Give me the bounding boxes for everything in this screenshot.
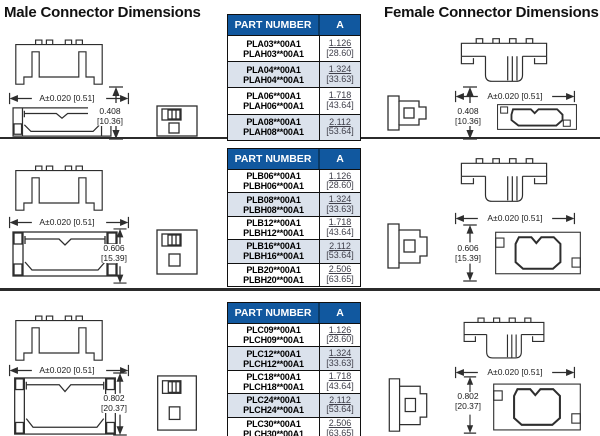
height-dimension-label: 0.802 [20.37] bbox=[92, 393, 136, 413]
width-dimension-label: A±0.020 [0.51] bbox=[39, 93, 95, 103]
height-dimension-label: 0.408 [10.36] bbox=[446, 106, 490, 126]
part-number-column-header: PART NUMBER bbox=[228, 15, 320, 35]
female-top-view-drawing bbox=[460, 38, 548, 82]
male-top-view-drawing bbox=[15, 165, 103, 211]
table-header: PART NUMBER A bbox=[228, 15, 360, 35]
male-top-view-drawing bbox=[15, 39, 103, 85]
section-divider-2 bbox=[0, 288, 600, 291]
female-section-title: Female Connector Dimensions bbox=[384, 4, 599, 21]
width-dimension-label: A±0.020 [0.51] bbox=[487, 91, 543, 101]
female-front-view-drawing bbox=[494, 231, 582, 275]
height-dimension-label: 0.606 [15.39] bbox=[92, 243, 136, 263]
male-top-view-drawing bbox=[15, 315, 103, 361]
female-side-view-drawing bbox=[388, 378, 428, 432]
male-side-view-drawing bbox=[156, 229, 198, 275]
height-dimension-label: 0.408 [10.36] bbox=[88, 106, 132, 126]
male-section-title: Male Connector Dimensions bbox=[4, 4, 201, 21]
male-side-view-drawing bbox=[156, 105, 198, 137]
female-top-view-drawing bbox=[463, 317, 545, 359]
male-side-view-drawing bbox=[157, 375, 197, 431]
female-front-view-drawing bbox=[492, 382, 582, 432]
height-dimension-label: 0.606 [15.39] bbox=[446, 243, 490, 263]
width-dimension-label: A±0.020 [0.51] bbox=[487, 367, 543, 377]
height-inches: 0.408 bbox=[99, 106, 121, 116]
width-dimension-label: A±0.020 [0.51] bbox=[39, 365, 95, 375]
width-dimension-label: A±0.020 [0.51] bbox=[487, 213, 543, 223]
female-side-view-drawing bbox=[387, 95, 427, 131]
table-header: PART NUMBER A bbox=[228, 149, 360, 169]
width-dimension-label: A±0.020 [0.51] bbox=[39, 217, 95, 227]
table-header: PART NUMBER A bbox=[228, 303, 360, 323]
height-mm: [10.36] bbox=[97, 115, 123, 126]
female-top-view-drawing bbox=[460, 158, 548, 202]
dimension-a-column-header: A bbox=[336, 19, 344, 31]
female-front-view-drawing bbox=[496, 103, 578, 131]
female-side-view-drawing bbox=[387, 223, 428, 269]
height-dimension-label: 0.802 [20.37] bbox=[446, 391, 490, 411]
